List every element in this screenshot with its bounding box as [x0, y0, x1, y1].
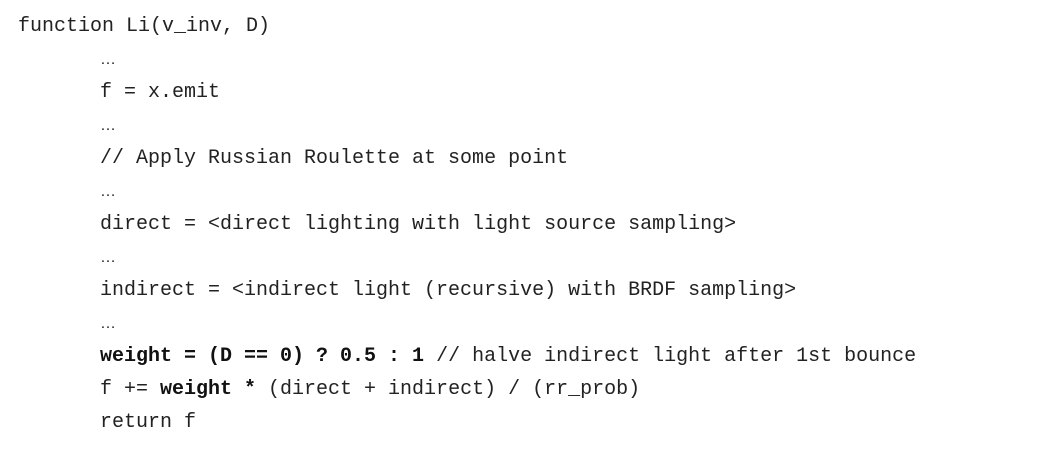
code-line-ellipsis: …: [100, 315, 117, 332]
code-line-direct: direct = <direct lighting with light sou…: [100, 213, 737, 236]
code-line-emit: f = x.emit: [100, 81, 221, 104]
code-line-function-signature: function Li(v_inv, D): [18, 15, 271, 38]
code-line-ellipsis: …: [100, 183, 117, 200]
weight-comment: // halve indirect light after 1st bounce: [424, 345, 917, 368]
code-line-ellipsis: …: [100, 249, 117, 266]
code-line-return: return f: [100, 411, 197, 434]
code-line-ellipsis: …: [100, 117, 117, 134]
accumulate-prefix: f +=: [100, 378, 161, 401]
accumulate-suffix: (direct + indirect) / (rr_prob): [256, 378, 641, 401]
code-line-indirect: indirect = <indirect light (recursive) w…: [100, 279, 797, 302]
code-listing: function Li(v_inv, D) … f = x.emit … // …: [18, 10, 1038, 439]
code-line-comment-russian-roulette: // Apply Russian Roulette at some point: [100, 147, 569, 170]
weight-expression: weight = (D == 0) ? 0.5 : 1: [100, 345, 425, 368]
accumulate-weight: weight *: [160, 378, 257, 401]
code-line-accumulate: f += weight * (direct + indirect) / (rr_…: [18, 373, 1038, 406]
code-line-ellipsis: …: [100, 51, 117, 68]
code-line-weight: weight = (D == 0) ? 0.5 : 1 // halve ind…: [18, 340, 1038, 373]
